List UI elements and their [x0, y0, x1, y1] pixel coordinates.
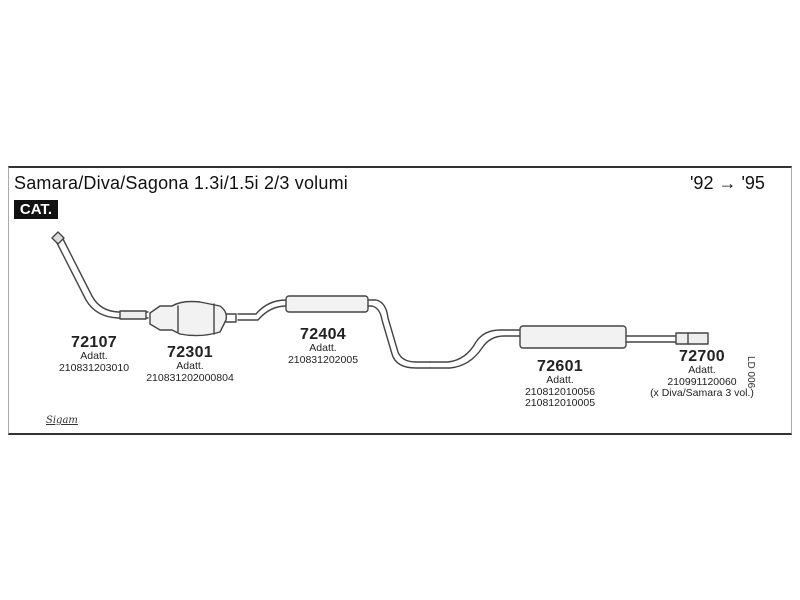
part-label: Adatt. — [176, 360, 204, 373]
catalytic-converter-72301 — [149, 300, 237, 337]
diagram-frame — [8, 166, 792, 435]
part-code: 210812010056 — [524, 385, 596, 398]
part-label: Adatt. — [688, 364, 716, 377]
rear-silencer-72601 — [429, 325, 677, 369]
part-number: 72107 — [71, 334, 117, 351]
part-72404: 72404 Adatt. 210831202005 — [278, 326, 368, 366]
intermediate-pipe-72404 — [237, 295, 431, 369]
cat-badge: CAT. — [14, 200, 58, 219]
year-range: '92 → '95 — [690, 173, 765, 193]
part-code: 210831202000804 — [146, 371, 234, 384]
tail-pipe-72700 — [675, 332, 709, 345]
part-note: (x Diva/Samara 3 vol.) — [650, 386, 754, 399]
part-code: 210831203010 — [58, 361, 130, 374]
part-label: Adatt. — [546, 374, 574, 387]
part-label: Adatt. — [309, 342, 337, 355]
part-number: 72601 — [537, 358, 583, 375]
part-code: 210991120060 — [667, 375, 737, 388]
part-label: Adatt. — [80, 350, 108, 363]
part-72301: 72301 Adatt. 210831202000804 — [142, 344, 238, 384]
part-number: 72301 — [167, 344, 213, 361]
diagram-title: Samara/Diva/Sagona 1.3i/1.5i 2/3 volumi — [14, 173, 348, 193]
part-72700: 72700 Adatt. 210991120060 (x Diva/Samara… — [638, 348, 766, 399]
sheet-code: LD 006 — [745, 356, 756, 389]
part-number: 72404 — [300, 326, 346, 343]
brand-logo: Sigam — [46, 415, 78, 426]
part-code: 210812010005 — [524, 396, 596, 409]
part-72107: 72107 Adatt. 210831203010 — [58, 334, 130, 374]
front-pipe-72107 — [51, 231, 149, 320]
part-72601: 72601 Adatt. 210812010056 210812010005 — [512, 358, 608, 409]
part-code: 210831202005 — [287, 353, 359, 366]
part-number: 72700 — [679, 348, 725, 365]
